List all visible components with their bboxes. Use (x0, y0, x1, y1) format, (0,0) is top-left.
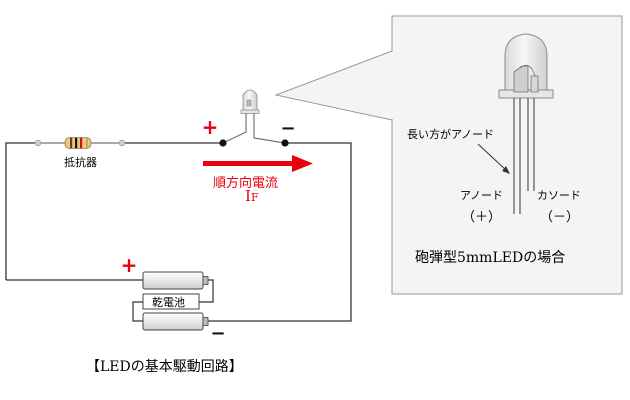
anode-sign: （＋） (462, 210, 501, 225)
wire-right (208, 142, 352, 322)
anode-label: アノード (460, 189, 503, 202)
battery-minus-sign: − (210, 323, 225, 344)
forward-current-arrow (203, 155, 313, 172)
cathode-node (281, 139, 289, 147)
battery-plus-sign: + (121, 253, 138, 277)
current-symbol: IF (245, 187, 259, 205)
battery-cell-top (142, 271, 204, 290)
callout-pointer (274, 50, 393, 121)
battery-pack (132, 271, 214, 331)
resistor-label: 抵抗器 (64, 155, 97, 169)
current-direction-label: 順方向電流 (213, 175, 278, 191)
resistor (34, 137, 126, 149)
led-minus-sign: − (280, 118, 295, 139)
circuit-led (222, 89, 286, 144)
battery-cell-bottom (142, 312, 204, 331)
long-leg-pointer (477, 143, 510, 174)
detail-caption: 砲弾型5mmLEDの場合 (415, 250, 565, 266)
battery-label: 乾電池 (152, 296, 185, 309)
long-leg-label: 長い方がアノード (407, 127, 494, 141)
detail-led (498, 33, 554, 214)
wire-left-top (5, 142, 38, 280)
circuit-wires (5, 142, 352, 322)
anode-node (219, 139, 227, 147)
cathode-sign: （－） (540, 210, 579, 225)
led-plus-sign: + (202, 115, 219, 139)
led-anode-lead (222, 113, 247, 144)
led-cathode-lead (253, 113, 286, 144)
cathode-label: カソード (537, 189, 581, 202)
diagram-title: 【LEDの基本駆動回路】 (86, 358, 243, 375)
